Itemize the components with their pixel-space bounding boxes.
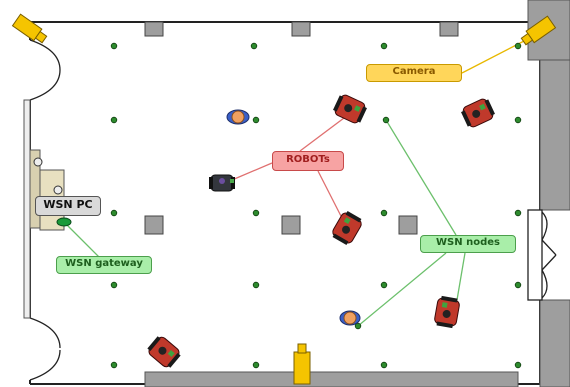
robot-link	[231, 162, 273, 181]
wsn-node	[250, 42, 258, 50]
left-doors	[26, 39, 61, 381]
pillars	[144, 21, 459, 235]
wsn-node	[252, 116, 260, 124]
robot-icon	[332, 211, 362, 245]
wsn-node	[514, 209, 522, 217]
wsn-node	[110, 42, 118, 50]
outer-wall	[144, 0, 570, 387]
robot-icon	[147, 336, 181, 368]
robot-icon	[461, 98, 495, 128]
wsn-node	[354, 322, 362, 330]
robot-icon	[209, 174, 235, 192]
wsn-nodes	[110, 42, 522, 369]
wsn-node	[380, 209, 388, 217]
camera-icon	[293, 343, 311, 385]
wsn-node	[382, 116, 390, 124]
node-link	[385, 119, 457, 236]
wsn-node	[514, 42, 522, 50]
right-door	[527, 209, 557, 301]
wsn-node	[110, 281, 118, 289]
pc-desk	[29, 149, 72, 231]
person-icon	[226, 109, 250, 125]
gateway-link	[65, 223, 101, 259]
robots	[147, 94, 495, 368]
node-link	[456, 252, 466, 301]
robot-icon	[333, 94, 367, 124]
lamp-icon	[53, 185, 63, 195]
robot-link	[317, 170, 345, 223]
robot-icon	[434, 295, 460, 329]
wsn-node	[252, 281, 260, 289]
wsn-node	[514, 281, 522, 289]
label-camera: Camera	[366, 64, 462, 82]
wsn-node	[110, 116, 118, 124]
wsn-node	[514, 361, 522, 369]
camera-icon	[11, 13, 48, 44]
wsn-node	[380, 361, 388, 369]
camera-icon	[520, 15, 557, 46]
label-robots: ROBOTs	[272, 151, 344, 171]
wsn-node	[110, 209, 118, 217]
node-link	[357, 252, 447, 327]
label-wsn-pc: WSN PC	[35, 196, 101, 216]
wsn-node	[380, 281, 388, 289]
wsn-node	[514, 116, 522, 124]
room-walls	[29, 21, 541, 385]
connection-lines	[65, 39, 527, 327]
label-wsn-nodes: WSN nodes	[420, 235, 516, 253]
label-wsn-gateway: WSN gateway	[56, 256, 152, 274]
lamp-icon	[33, 157, 43, 167]
wsn-node	[380, 42, 388, 50]
wsn-node	[110, 361, 118, 369]
wsn-node	[252, 361, 260, 369]
left-wall	[23, 99, 31, 319]
person-icon	[339, 310, 361, 326]
wsn-node	[252, 209, 260, 217]
gateway-device-icon	[56, 217, 72, 227]
